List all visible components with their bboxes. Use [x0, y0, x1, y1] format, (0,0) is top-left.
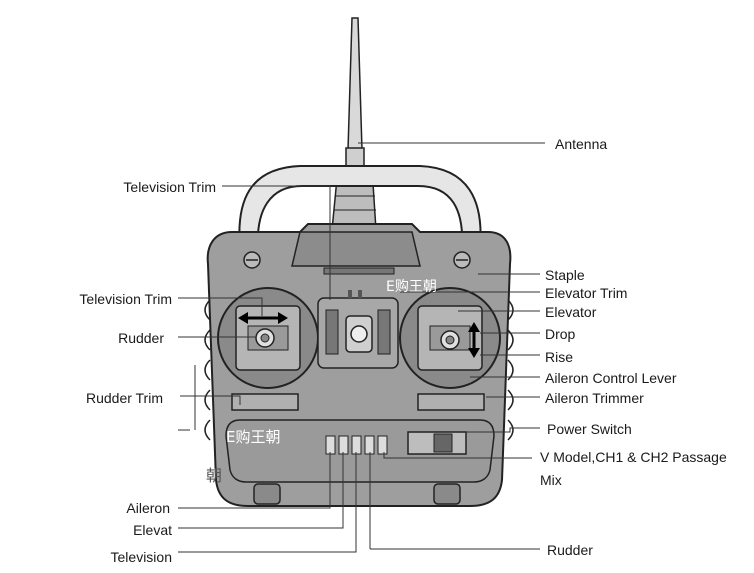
- label-television: Television: [110, 549, 172, 565]
- label-drop: Drop: [545, 326, 576, 342]
- label-rudder-trim: Rudder Trim: [85, 390, 163, 406]
- label-rudder-bottom: Rudder: [547, 542, 593, 558]
- label-television-trim-top: Television Trim: [123, 179, 216, 195]
- label-elevator: Elevator: [545, 304, 597, 320]
- label-aileron-control-lever: Aileron Control Lever: [545, 370, 677, 386]
- watermark-top: E购王朝: [386, 279, 437, 295]
- label-power-switch: Power Switch: [547, 421, 632, 437]
- label-v-model: V Model,CH1 & CH2 Passage: [540, 449, 727, 465]
- label-aileron-trimmer: Aileron Trimmer: [545, 390, 644, 406]
- antenna: [331, 17, 377, 231]
- label-elevat: Elevat: [133, 522, 172, 538]
- label-rudder-left: Rudder: [118, 330, 164, 346]
- label-rise: Rise: [545, 349, 574, 365]
- transmitter-body: [204, 223, 514, 507]
- label-v-model-mix: Mix: [540, 472, 562, 488]
- label-antenna: Antenna: [555, 136, 608, 152]
- leader-lines: [178, 142, 545, 553]
- label-staple: Staple: [545, 267, 585, 283]
- watermark-side: 朝: [206, 466, 223, 485]
- watermark-middle: E购王朝: [226, 428, 281, 446]
- label-elevator-trim: Elevator Trim: [545, 285, 628, 301]
- label-television-trim-left: Television Trim: [79, 291, 172, 307]
- vertical-arrow-icon: [468, 322, 480, 358]
- label-aileron: Aileron: [126, 500, 170, 516]
- horizontal-arrow-icon: [238, 312, 288, 324]
